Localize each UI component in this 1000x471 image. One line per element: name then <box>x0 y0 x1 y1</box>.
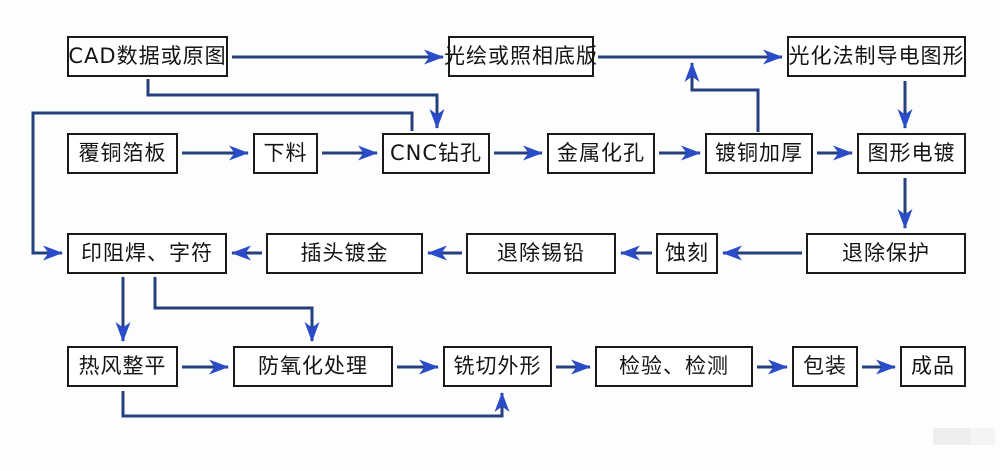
node-anti-oxidation: 防氧化处理 <box>233 346 393 387</box>
node-copper-thickening: 镀铜加厚 <box>705 133 813 174</box>
node-photo-film: 光绘或照相底版 <box>444 36 597 77</box>
node-cutting: 下料 <box>253 133 318 174</box>
node-strip-resist: 退除保护 <box>806 233 966 274</box>
node-strip-tin-lead: 退除锡铅 <box>466 233 616 274</box>
arrow-solder-mask-to-anti-oxidation <box>153 277 320 342</box>
arrow-hasl-bypass-to-routing <box>121 391 510 418</box>
node-finished-product: 成品 <box>900 346 966 387</box>
arrow-cnc-bypass-to-solder-mask <box>31 111 414 261</box>
node-cad-data: CAD数据或原图 <box>67 36 228 77</box>
node-hole-metallization: 金属化孔 <box>547 133 655 174</box>
node-inspection-testing: 检验、检测 <box>595 346 753 387</box>
node-hot-air-leveling: 热风整平 <box>67 346 178 387</box>
watermark-smudge <box>933 428 995 445</box>
node-routing-outline: 铣切外形 <box>443 346 552 387</box>
node-copper-clad-laminate: 覆铜箔板 <box>67 133 178 174</box>
node-packaging: 包装 <box>792 346 858 387</box>
node-etching: 蚀刻 <box>656 233 718 274</box>
node-cnc-drilling: CNC钻孔 <box>382 133 490 174</box>
node-photochemical-pattern: 光化法制导电图形 <box>787 36 966 77</box>
node-pattern-plating: 图形电镀 <box>857 133 966 174</box>
node-solder-mask-legend: 印阻焊、字符 <box>67 233 227 274</box>
arrow-copper-thicken-feedback-to-photochem <box>684 62 760 132</box>
arrow-cad-to-cnc <box>146 79 445 129</box>
node-gold-finger-plating: 插头镀金 <box>266 233 423 274</box>
